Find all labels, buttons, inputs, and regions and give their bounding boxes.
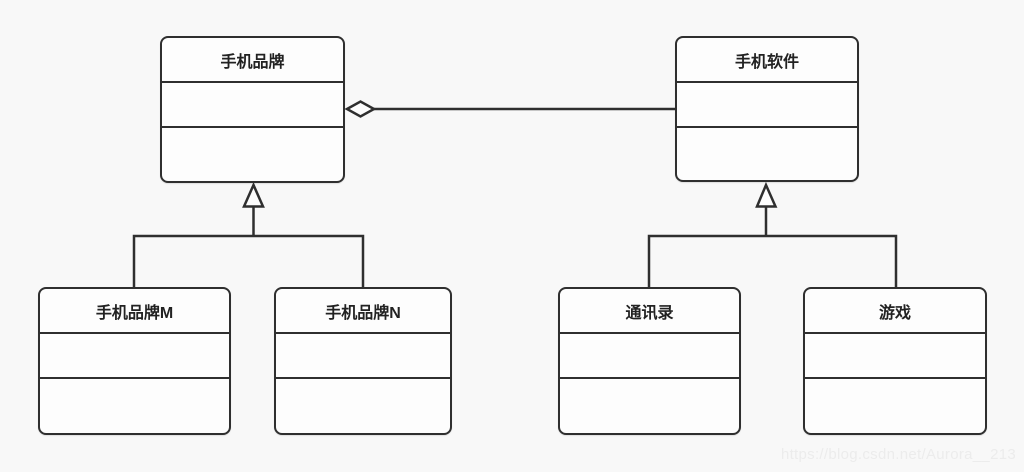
- methods-compartment: [162, 128, 343, 181]
- methods-compartment: [677, 128, 857, 180]
- class-box-games: 游戏: [803, 287, 987, 435]
- class-name: 手机品牌N: [276, 289, 450, 334]
- class-box-brand: 手机品牌: [160, 36, 345, 183]
- generalization-left-arrow-icon: [242, 181, 265, 208]
- class-box-software: 手机软件: [675, 36, 859, 182]
- attributes-compartment: [677, 83, 857, 128]
- methods-compartment: [805, 379, 985, 433]
- class-box-brand-m: 手机品牌M: [38, 287, 231, 435]
- methods-compartment: [560, 379, 739, 433]
- generalization-left-branch: [132, 234, 365, 287]
- attributes-compartment: [276, 334, 450, 379]
- generalization-right-arrow-icon: [755, 181, 778, 208]
- class-name: 手机品牌M: [40, 289, 229, 334]
- class-name: 手机软件: [677, 38, 857, 83]
- methods-compartment: [40, 379, 229, 433]
- aggregation-diamond-icon: [344, 100, 377, 118]
- methods-compartment: [276, 379, 450, 433]
- class-name: 手机品牌: [162, 38, 343, 83]
- class-box-contacts: 通讯录: [558, 287, 741, 435]
- attributes-compartment: [162, 83, 343, 128]
- attributes-compartment: [40, 334, 229, 379]
- class-name: 游戏: [805, 289, 985, 334]
- class-name: 通讯录: [560, 289, 739, 334]
- class-box-brand-n: 手机品牌N: [274, 287, 452, 435]
- attributes-compartment: [560, 334, 739, 379]
- generalization-right-branch: [647, 234, 898, 287]
- attributes-compartment: [805, 334, 985, 379]
- watermark-url: https://blog.csdn.net/Aurora__213: [780, 446, 1016, 463]
